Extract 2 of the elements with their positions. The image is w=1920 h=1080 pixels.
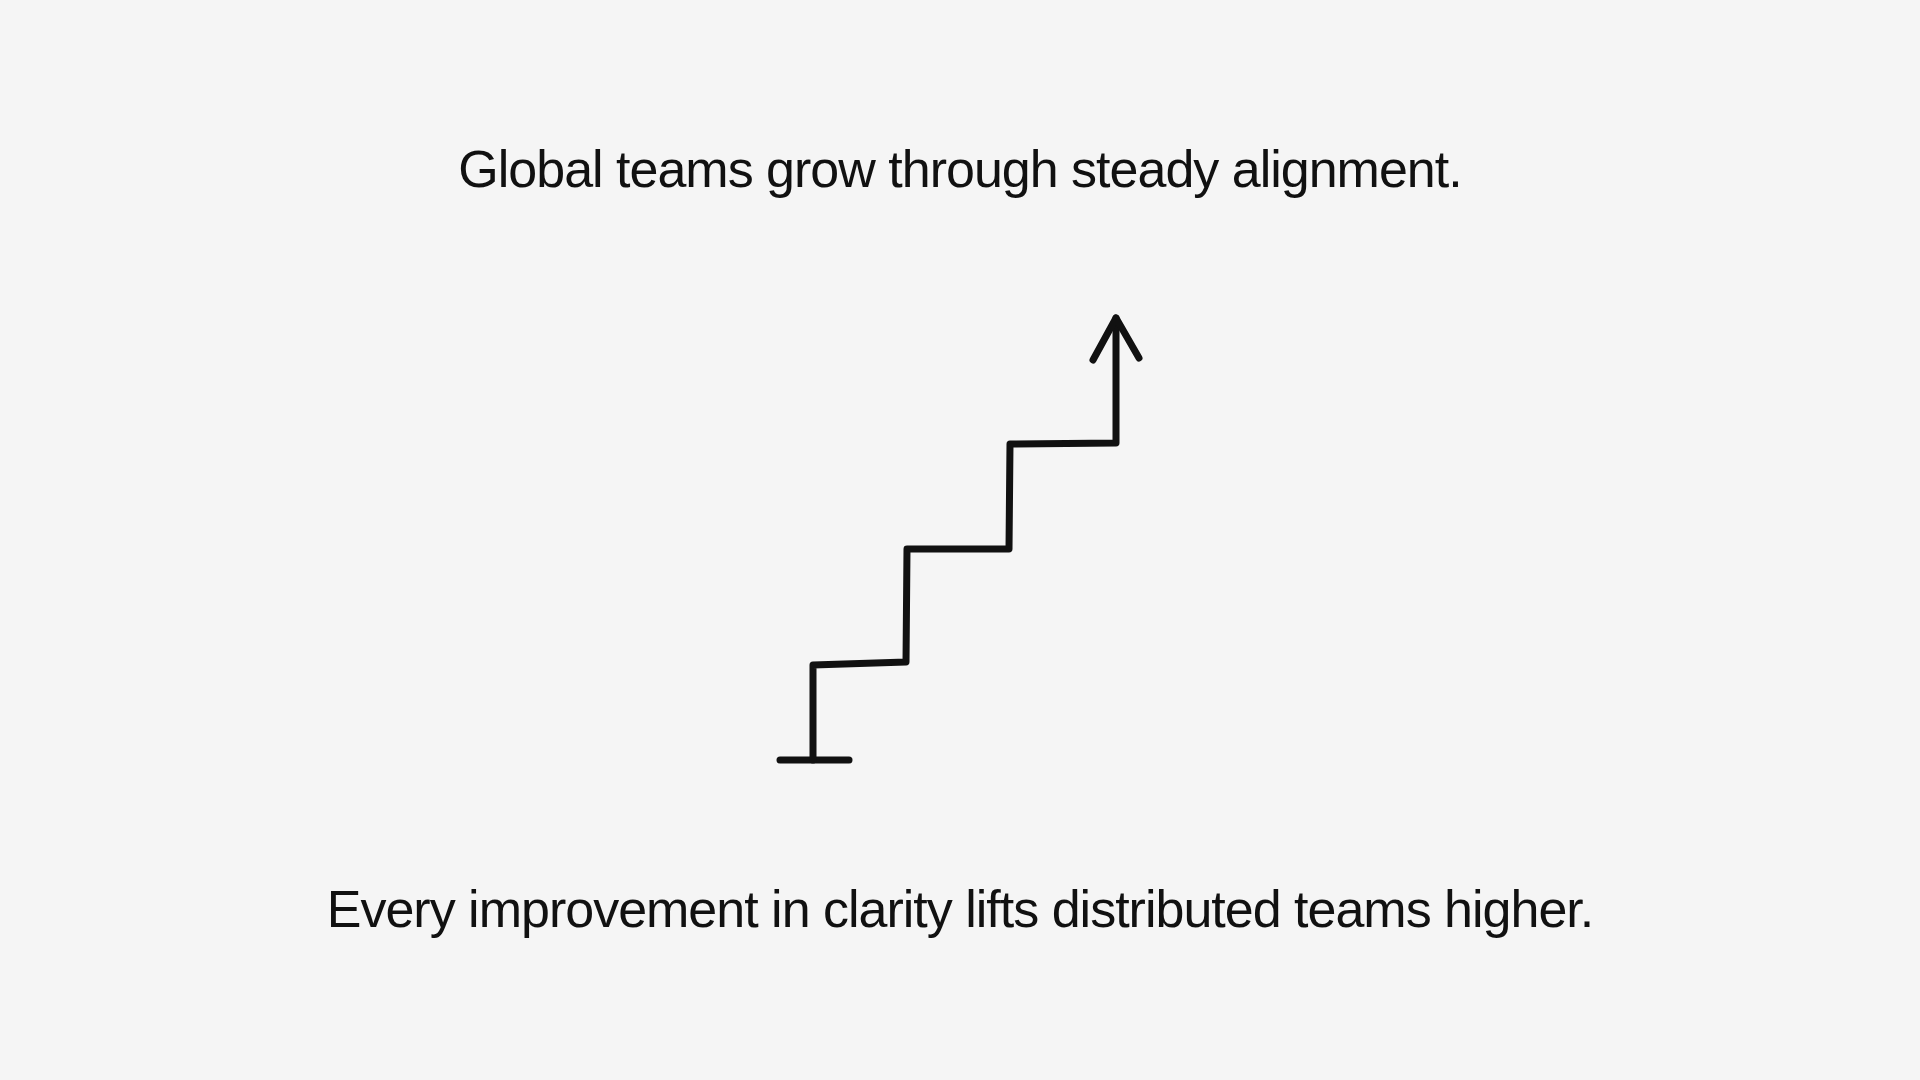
caption: Every improvement in clarity lifts distributed teams higher.: [326, 879, 1594, 940]
title: Global teams grow through steady alignment.: [458, 139, 1462, 200]
